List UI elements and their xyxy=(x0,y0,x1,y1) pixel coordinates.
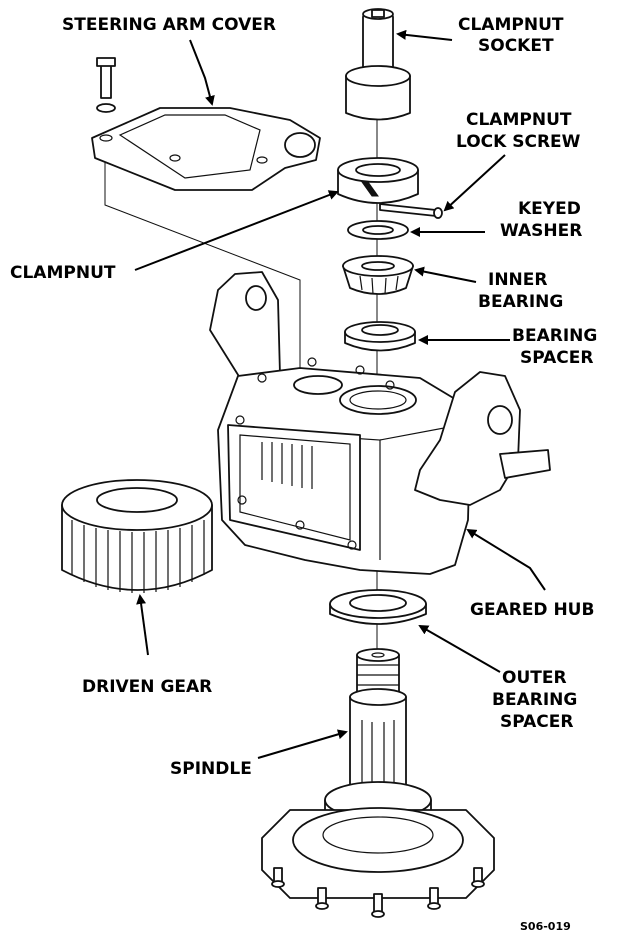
outer-bearing-spacer-part xyxy=(329,589,427,625)
arrow-clampnut xyxy=(134,190,339,271)
arrow-clampnut-lock-screw xyxy=(443,154,506,212)
hub-internal-gear xyxy=(261,442,313,489)
label-outer-bearing-spacer-line3: SPACER xyxy=(500,712,573,732)
steering-arm-cover-part xyxy=(91,57,321,191)
label-clampnut-socket-line1: CLAMPNUT xyxy=(458,15,564,35)
label-bearing-spacer-line1: BEARING xyxy=(512,326,597,346)
clampnut-socket-part xyxy=(345,8,411,121)
label-geared-hub: GEARED HUB xyxy=(470,600,594,620)
arrow-clampnut-socket xyxy=(396,29,453,41)
label-bearing-spacer-line2: SPACER xyxy=(520,348,593,368)
arrow-outer-bearing-spacer xyxy=(418,625,501,673)
label-keyed-washer-line1: KEYED xyxy=(518,199,581,219)
label-spindle: SPINDLE xyxy=(170,759,252,779)
driven-gear-teeth xyxy=(71,520,205,593)
inner-bearing-part xyxy=(342,255,414,295)
label-inner-bearing-line2: BEARING xyxy=(478,292,563,312)
arrow-driven-gear xyxy=(136,594,149,656)
label-clampnut-lock-screw-line1: CLAMPNUT xyxy=(466,110,572,130)
clampnut-lock-screw-part xyxy=(379,203,443,219)
arrow-steering-arm-cover xyxy=(189,39,215,106)
arrow-spindle xyxy=(257,729,348,759)
label-outer-bearing-spacer-line1: OUTER xyxy=(502,668,567,688)
geared-hub-part xyxy=(209,271,551,575)
label-clampnut-socket-line2: SOCKET xyxy=(478,36,554,56)
label-steering-arm-cover: STEERING ARM COVER xyxy=(62,15,276,35)
label-driven-gear: DRIVEN GEAR xyxy=(82,677,212,697)
spindle-part xyxy=(261,648,495,918)
label-clampnut-lock-screw-line2: LOCK SCREW xyxy=(456,132,581,152)
label-inner-bearing-line1: INNER xyxy=(488,270,547,290)
arrow-inner-bearing xyxy=(414,266,477,283)
label-outer-bearing-spacer-line2: BEARING xyxy=(492,690,577,710)
label-keyed-washer-line2: WASHER xyxy=(500,221,582,241)
driven-gear-part xyxy=(61,479,213,593)
bearing-spacer-part xyxy=(344,321,416,352)
label-clampnut: CLAMPNUT xyxy=(10,263,116,283)
cover-bolt-axis xyxy=(104,140,301,400)
figure-code: S06-019 xyxy=(520,920,571,933)
wheel-studs xyxy=(271,867,485,918)
arrow-geared-hub xyxy=(466,528,546,591)
clampnut-part xyxy=(337,157,419,204)
keyed-washer-part xyxy=(347,220,409,240)
